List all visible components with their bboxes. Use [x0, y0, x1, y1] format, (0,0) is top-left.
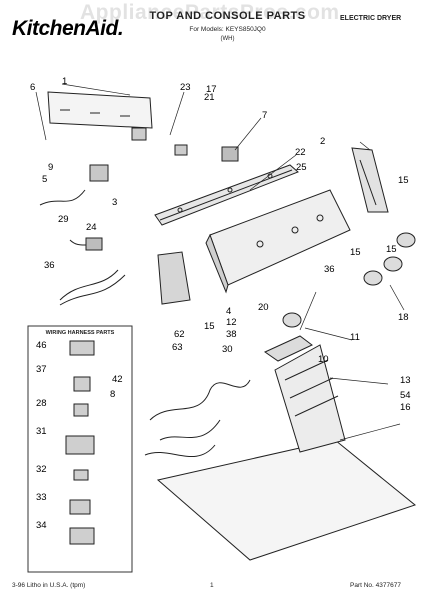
- callout-1: 1: [62, 76, 67, 87]
- switch-components: [131, 127, 239, 162]
- footer-litho: 3-96 Litho in U.S.A. (tpm): [12, 582, 86, 589]
- callout-20: 20: [258, 302, 269, 313]
- callout-6: 6: [30, 82, 35, 93]
- callout-13: 13: [400, 375, 411, 386]
- callout-4: 4: [226, 306, 231, 317]
- watermark: AppliancePartsPros.com: [80, 1, 340, 24]
- control-knobs: [282, 232, 416, 328]
- callout-25: 25: [296, 162, 307, 173]
- callout-21: 21: [204, 92, 215, 103]
- callout-15: 15: [398, 175, 409, 186]
- callout-22: 22: [295, 147, 306, 158]
- left-end-cap: [157, 251, 191, 305]
- callout-10: 10: [318, 354, 329, 365]
- callout-16: 16: [400, 402, 411, 413]
- callout-15: 15: [386, 244, 397, 255]
- callout-12: 12: [226, 317, 237, 328]
- dryer-top-panel: [156, 439, 417, 561]
- legend-parts: [65, 340, 95, 545]
- callout-7: 7: [262, 110, 267, 121]
- console-front-panel: [47, 91, 153, 129]
- model-code: (WH): [220, 36, 235, 42]
- brand-logo: KitchenAid.: [12, 17, 124, 40]
- callout-23: 23: [180, 82, 191, 93]
- legend-item-33: 33: [36, 492, 47, 503]
- legend-item-46: 46: [36, 340, 47, 351]
- callout-36: 36: [324, 264, 335, 275]
- lint-filter-housing: [274, 344, 346, 453]
- callout-29: 29: [58, 214, 69, 225]
- callout-8: 8: [110, 389, 115, 400]
- callout-38: 38: [226, 329, 237, 340]
- footer-page-number: 1: [210, 582, 214, 589]
- main-wiring-harness: [144, 379, 251, 457]
- callout-18: 18: [398, 312, 409, 323]
- legend-item-37: 37: [36, 364, 47, 375]
- section-label: ELECTRIC DRYER: [340, 15, 402, 22]
- callout-17: 17: [206, 84, 217, 95]
- console-end-cap: [351, 147, 389, 213]
- callout-9: 9: [48, 162, 53, 173]
- legend-title: WIRING HARNESS PARTS: [45, 330, 115, 336]
- callout-5: 5: [42, 174, 47, 185]
- page-title: TOP AND CONSOLE PARTS: [149, 10, 306, 22]
- legend-item-28: 28: [36, 398, 47, 409]
- callout-3: 3: [112, 197, 117, 208]
- wiring-harness: [39, 189, 126, 306]
- callout-15: 15: [204, 321, 215, 332]
- control-console: [205, 189, 351, 294]
- callout-15: 15: [350, 247, 361, 258]
- callout-54: 54: [400, 390, 411, 401]
- lint-screen-lid: [263, 335, 313, 362]
- model-subtitle: For Models: KEYS850JQ0: [189, 26, 266, 33]
- callout-36: 36: [44, 260, 55, 271]
- legend-item-32: 32: [36, 464, 47, 475]
- callout-62: 62: [174, 329, 185, 340]
- legend-item-31: 31: [36, 426, 47, 437]
- timer-module: [89, 164, 109, 182]
- footer-part-number: Part No. 4377677: [350, 582, 401, 589]
- callout-24: 24: [86, 222, 97, 233]
- callout-2: 2: [320, 136, 325, 147]
- callout-11: 11: [350, 332, 360, 343]
- legend-item-34: 34: [36, 520, 47, 531]
- callout-30: 30: [222, 344, 233, 355]
- legend-box: [27, 325, 133, 573]
- callout-63: 63: [172, 342, 183, 353]
- callout-42: 42: [112, 374, 123, 385]
